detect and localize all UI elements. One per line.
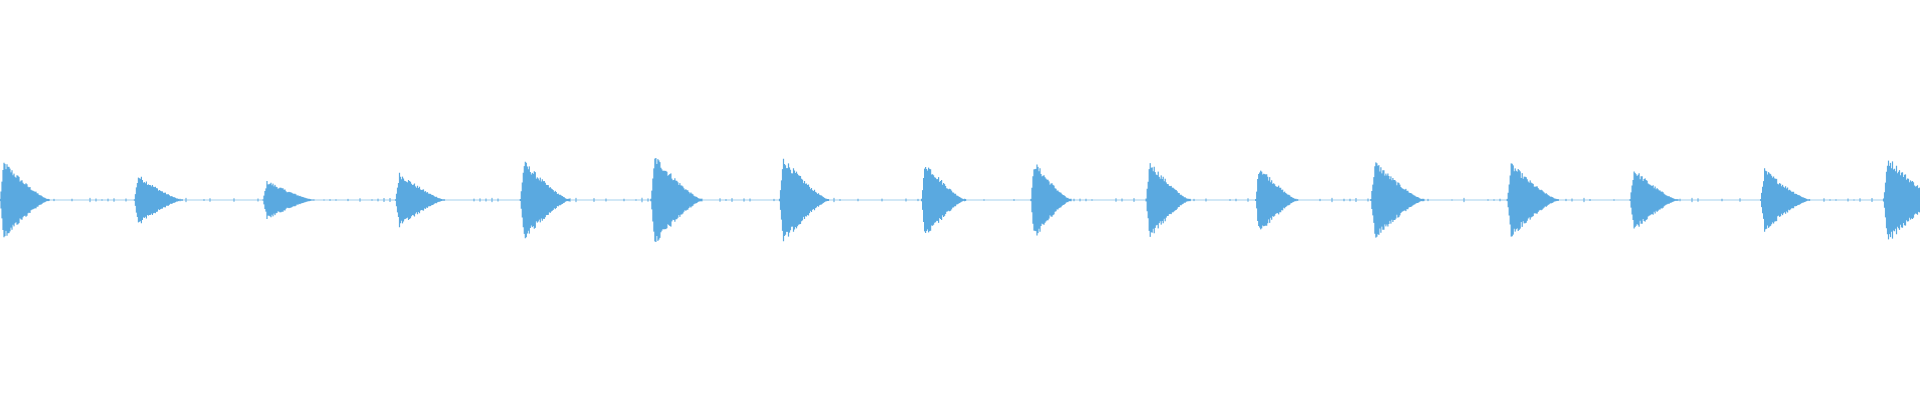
waveform-burst-shape (650, 158, 703, 242)
waveform-burst-shape (1255, 170, 1299, 230)
waveform-burst (778, 158, 830, 242)
waveform-burst (0, 162, 50, 238)
waveform-noise (17, 197, 1909, 203)
waveform-burst (1370, 162, 1425, 238)
waveform-burst-shape (133, 176, 183, 224)
waveform-burst (1145, 163, 1191, 237)
waveform-burst (262, 181, 315, 219)
waveform-burst (921, 167, 967, 233)
waveform-burst (1030, 164, 1072, 236)
waveform-burst (1629, 171, 1679, 229)
waveform-burst (133, 176, 183, 224)
waveform-burst (1760, 168, 1811, 232)
waveform-burst (650, 158, 703, 242)
waveform-burst-shape (921, 167, 967, 233)
waveform-burst-shape (1145, 163, 1191, 237)
waveform-burst (1506, 163, 1559, 237)
waveform-burst (394, 172, 446, 228)
waveform-burst-shape (1760, 168, 1811, 232)
waveform-burst-shape (0, 162, 50, 238)
waveform-burst-shape (262, 181, 315, 219)
waveform-burst-shape (1370, 162, 1425, 238)
waveform-burst-shape (778, 158, 830, 242)
waveform-burst (1255, 170, 1299, 230)
waveform-burst-shape (1030, 164, 1072, 236)
waveform-noise-ticks (17, 197, 1909, 203)
waveform-burst-shape (1506, 163, 1559, 237)
waveform-burst-shape (394, 172, 446, 228)
waveform-burst-shape (1629, 171, 1679, 229)
